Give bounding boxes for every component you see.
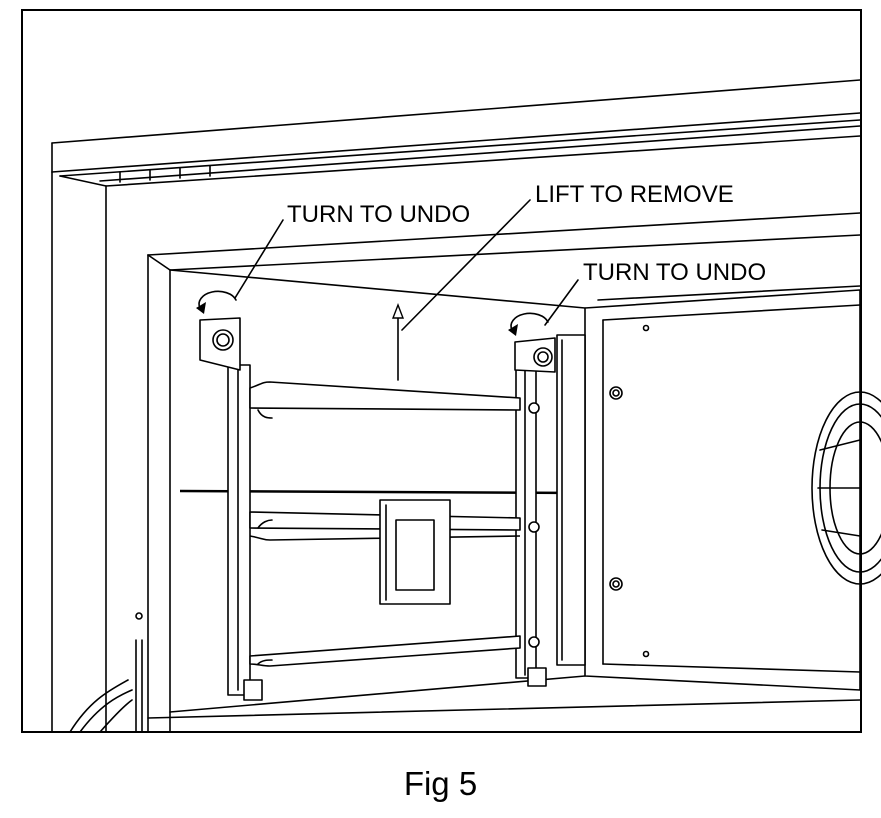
shelf-support-rack [199,317,556,701]
leader-line-right [544,279,579,326]
leader-line-lift [401,199,531,331]
lift-to-remove-label: LIFT TO REMOVE [535,181,734,208]
fan-panel [556,285,881,691]
rotate-arrow-left-icon [196,290,237,314]
lift-arrow-icon [391,303,405,381]
oven-top-trim [51,79,861,187]
turn-to-undo-label-left: TURN TO UNDO [287,201,470,228]
turn-to-undo-label-right: TURN TO UNDO [583,259,766,286]
leader-line-left [234,219,284,299]
rotate-arrow-right-icon [508,312,549,336]
figure-caption: Fig 5 [403,765,478,802]
